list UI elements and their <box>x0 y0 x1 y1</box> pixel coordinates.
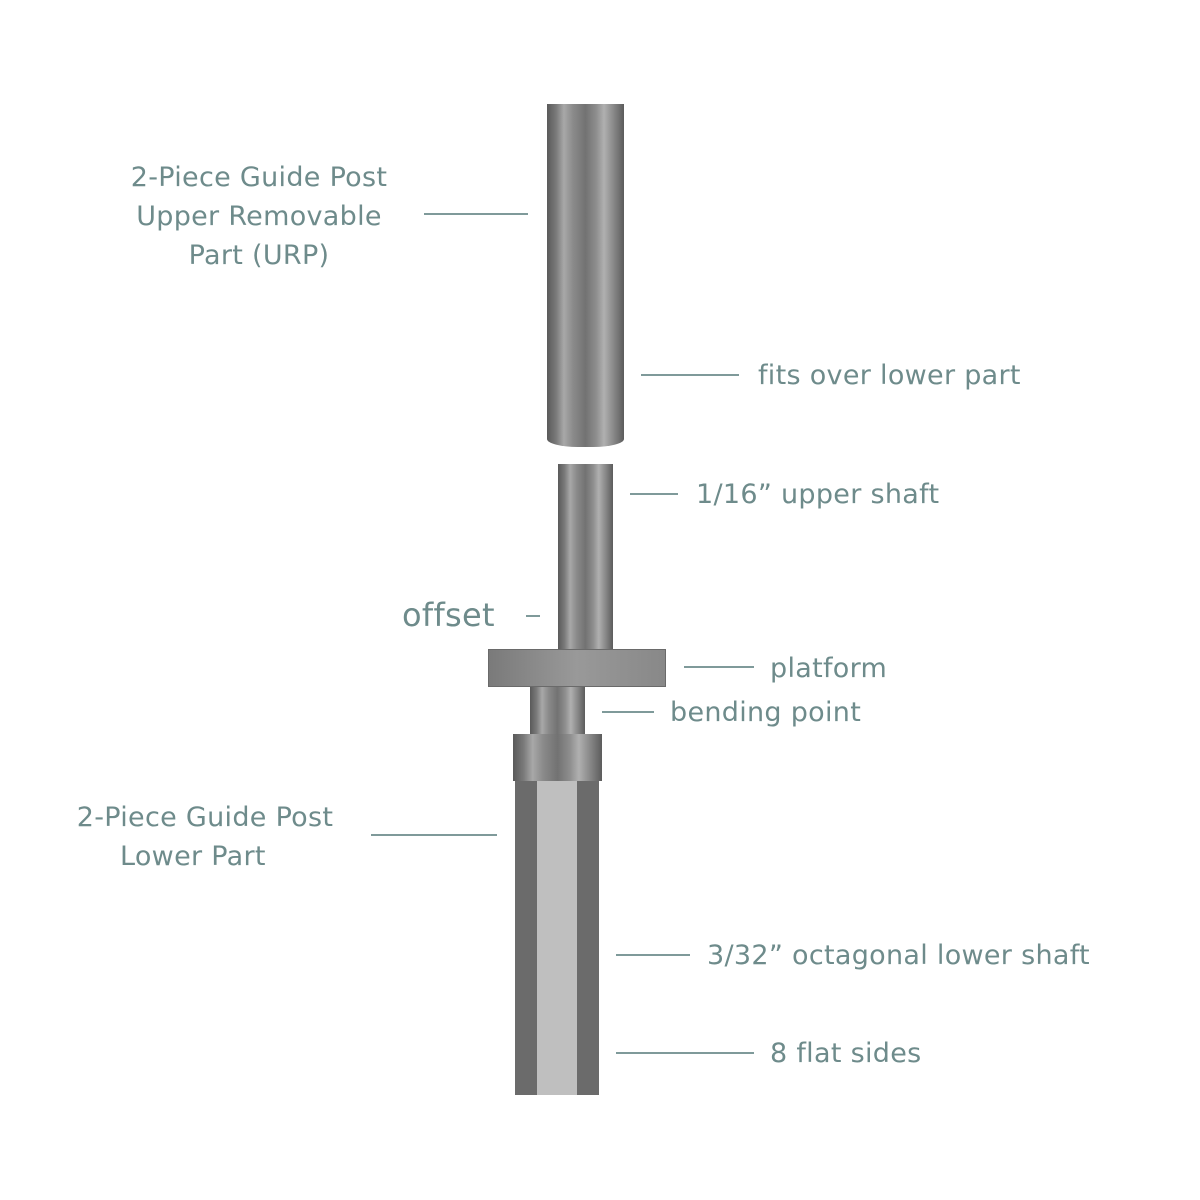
upper-shaft <box>558 464 613 649</box>
label-urp-line3: Part (URP) <box>188 240 330 271</box>
label-platform: platform <box>770 653 888 684</box>
shaft-face-center <box>537 781 577 1095</box>
leader-octagonal <box>616 954 690 956</box>
leader-bending-point <box>602 711 654 713</box>
shaft-side-right <box>577 781 599 1095</box>
lower-collar <box>513 734 602 781</box>
label-lower-line1: 2-Piece Guide Post <box>76 802 334 833</box>
leader-lower-part <box>371 834 497 836</box>
label-upper-shaft: 1/16” upper shaft <box>696 479 940 510</box>
label-lower-part: 2-Piece Guide Post Lower Part <box>50 798 360 876</box>
platform <box>488 649 666 687</box>
leader-fits-over <box>641 374 739 376</box>
label-urp-line2: Upper Removable <box>136 201 382 232</box>
shaft-side-left <box>515 781 537 1095</box>
upper-removable-part <box>547 104 624 447</box>
label-urp-line1: 2-Piece Guide Post <box>130 162 388 193</box>
label-urp: 2-Piece Guide Post Upper Removable Part … <box>100 158 418 275</box>
label-octagonal: 3/32” octagonal lower shaft <box>707 940 1090 971</box>
leader-urp <box>424 213 528 215</box>
label-offset: offset <box>402 596 495 634</box>
leader-offset <box>526 615 540 617</box>
label-bending-point: bending point <box>670 697 862 728</box>
label-flat-sides: 8 flat sides <box>770 1038 922 1069</box>
octagonal-lower-shaft <box>515 781 599 1095</box>
leader-platform <box>684 666 754 668</box>
leader-flat-sides <box>616 1052 754 1054</box>
bending-point <box>530 687 585 734</box>
label-lower-line2: Lower Part <box>120 841 266 872</box>
label-fits-over: fits over lower part <box>758 360 1021 391</box>
leader-upper-shaft <box>630 493 678 495</box>
